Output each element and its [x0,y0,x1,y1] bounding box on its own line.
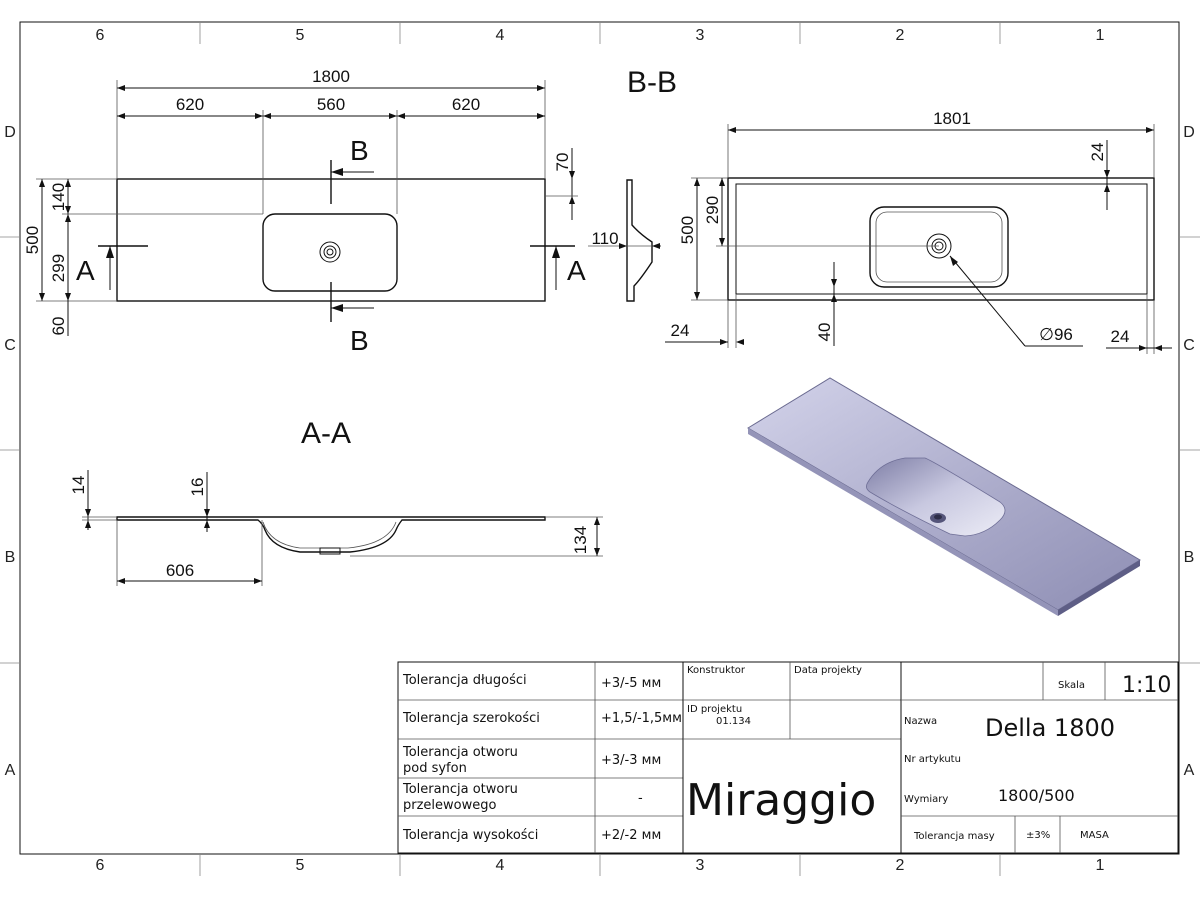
basin-outline [262,213,398,292]
artykul-label: Nr artykutu [904,754,961,765]
dim-bb-height: 500 [678,216,697,244]
id-value: 01.134 [716,716,751,727]
section-aa: A-A 14 16 134 606 [69,417,603,586]
col-label-top: 1 [1096,27,1105,44]
tol-overflow-value: - [638,791,643,806]
dim-bb-left-edge: 24 [671,321,690,340]
dim-height: 500 [23,226,42,254]
dim-bb-width: 1801 [933,109,971,128]
dim-aa-basin-depth: 134 [571,526,590,554]
col-label-top: 2 [896,27,905,44]
masa-label: MASA [1080,830,1109,841]
col-label-bottom: 2 [896,857,905,874]
dim-bb-hole-diameter: ∅96 [1039,325,1073,344]
col-label-bottom: 1 [1096,857,1105,874]
masa-tol-label: Tolerancja masy [913,831,995,842]
nazwa-label: Nazwa [904,716,937,727]
dim-bb-bottom: 40 [815,323,834,342]
skala-label: Skala [1058,680,1085,691]
dim-aa-basin-rim: 16 [188,478,207,497]
front-view: 1800 620 560 620 500 140 299 60 70 B B [23,67,586,356]
tol-siphon-label-1: Tolerancja otworu [402,745,518,760]
dim-profile-depth: 110 [591,229,618,248]
row-label-left: D [4,124,16,141]
cut-a-left: A [76,255,95,286]
isometric-render [747,377,1141,616]
dim-total-width: 1800 [312,67,350,86]
konstruktor-label: Konstruktor [687,665,746,676]
row-label-left: A [5,762,16,779]
dim-aa-rim: 14 [69,476,88,495]
tol-overflow-label-2: przelewowego [403,798,496,813]
tol-length-value: +3/-5 мм [601,676,661,691]
drain-hole [319,241,341,263]
row-label-right: A [1184,762,1195,779]
tol-siphon-value: +3/-3 мм [601,753,661,768]
drawing-frame: 6 5 4 3 2 1 6 5 4 3 2 1 D C B A D C B A [0,21,1200,876]
wymiary-value: 1800/500 [998,786,1075,805]
dim-center: 560 [317,95,345,114]
title-block: Tolerancja długości +3/-5 мм Tolerancja … [397,661,1179,854]
col-label-bottom: 3 [696,857,705,874]
dim-top-offset: 140 [49,183,68,211]
cut-b-bottom: B [350,325,369,356]
row-label-right: C [1183,337,1195,354]
cut-a-right: A [567,255,586,286]
dim-left: 620 [176,95,204,114]
tol-height-value: +2/-2 мм [601,828,661,843]
side-profile: 110 [588,179,661,302]
tol-length-label: Tolerancja długości [402,673,527,688]
tol-siphon-label-2: pod syfon [403,761,467,776]
tol-width-label: Tolerancja szerokości [402,711,540,726]
bb-outline [727,177,1155,301]
col-label-top: 6 [96,27,105,44]
row-label-right: D [1183,124,1195,141]
row-label-left: B [5,549,16,566]
col-label-top: 5 [296,27,305,44]
skala-value: 1:10 [1122,673,1171,698]
section-aa-title: A-A [301,417,351,450]
col-label-top: 4 [496,27,505,44]
tol-width-value: +1,5/-1,5мм [601,711,682,726]
nazwa-value: Della 1800 [985,714,1115,742]
dim-bb-top-edge: 24 [1088,143,1107,162]
bb-basin [869,206,1009,288]
dim-right: 620 [452,95,480,114]
dim-bottom: 60 [49,317,68,336]
dim-aa-offset: 606 [166,561,194,580]
data-label: Data projekty [794,665,862,676]
dim-lower-offset: 299 [49,254,68,282]
row-label-right: B [1184,549,1195,566]
brand-logo: Miraggio [686,775,876,826]
col-label-bottom: 6 [96,857,105,874]
section-bb-title: B-B [627,66,677,99]
masa-tol-value: ±3% [1026,830,1050,841]
wymiary-label: Wymiary [904,794,948,805]
dim-bb-right-edge: 24 [1111,327,1130,346]
row-label-left: C [4,337,16,354]
tol-overflow-label-1: Tolerancja otworu [402,782,518,797]
col-label-bottom: 5 [296,857,305,874]
dim-right-top: 70 [553,153,572,172]
section-bb: B-B 1801 24 500 290 24 [627,66,1172,354]
dim-bb-hole-offset: 290 [703,196,722,224]
tol-height-label: Tolerancja wysokości [402,828,538,843]
aa-profile [116,516,546,553]
id-label: ID projektu [687,704,742,715]
col-label-bottom: 4 [496,857,505,874]
col-label-top: 3 [696,27,705,44]
cut-b-top: B [350,135,369,166]
